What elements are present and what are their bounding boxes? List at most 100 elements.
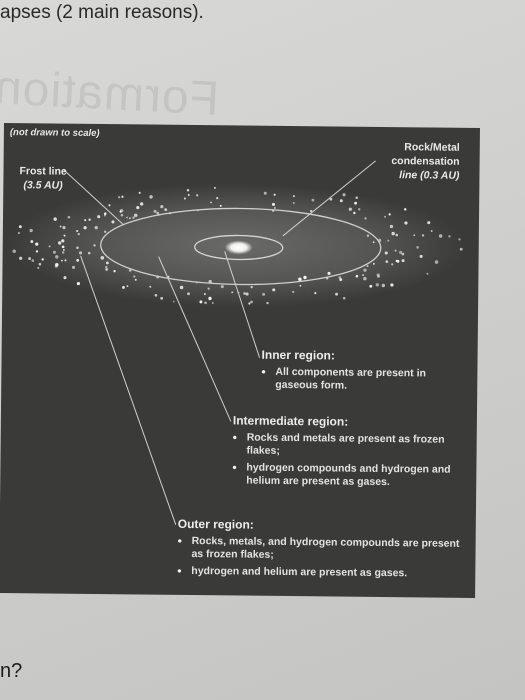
flake-dot [52, 250, 56, 254]
flake-dot [93, 244, 96, 247]
solar-nebula-figure: (not drawn to scale) Frost line (3.5 AU)… [0, 123, 480, 598]
flake-dot [187, 292, 190, 296]
flake-dot [427, 221, 431, 225]
flake-dot [384, 215, 387, 218]
flake-dot [210, 201, 213, 204]
flake-dot [220, 285, 224, 289]
flake-dot [273, 206, 276, 209]
flake-dot [354, 201, 357, 205]
flake-dot [342, 193, 346, 197]
flake-dot [272, 288, 276, 292]
flake-dot [314, 292, 317, 295]
flake-dot [134, 213, 138, 218]
bullet-icon: • [232, 430, 237, 445]
flake-dot [292, 195, 295, 198]
flake-dot [35, 250, 39, 253]
flake-dot [61, 251, 65, 254]
flake-dot [71, 265, 75, 269]
flake-dot [61, 245, 65, 249]
flake-dot [338, 276, 342, 279]
flake-dot [401, 252, 405, 256]
flake-dot [403, 208, 407, 211]
flake-dot [353, 211, 356, 215]
flake-dot [63, 234, 66, 237]
flake-dot [394, 249, 397, 252]
flake-dot [364, 217, 367, 220]
flake-dot [292, 201, 295, 204]
flake-dot [88, 218, 91, 221]
flake-dot [134, 278, 137, 281]
intermediate-region-leader [158, 256, 232, 422]
flake-dot [303, 275, 307, 280]
flake-dot [387, 239, 390, 242]
flake-dot [395, 259, 399, 263]
flake-dot [76, 282, 81, 286]
rock-metal-leader [282, 160, 376, 237]
bullet-icon: • [232, 460, 237, 475]
flake-dot [366, 234, 370, 237]
flake-dot [376, 273, 380, 277]
flake-dot [266, 301, 269, 305]
flake-dot [363, 276, 367, 281]
flake-dot [31, 259, 35, 262]
flake-dot [12, 249, 16, 253]
flake-dot [348, 207, 352, 211]
flake-dot [419, 254, 423, 258]
rock-metal-label-condensation: condensation [391, 155, 460, 168]
flake-dot [63, 276, 67, 280]
flake-dot [164, 208, 168, 212]
flake-dot [64, 259, 67, 262]
flake-dot [430, 229, 433, 232]
rock-metal-line-ring [194, 234, 284, 261]
frozen-flakes-dots [12, 186, 463, 305]
outer-region-leader [80, 255, 177, 525]
flake-dot [77, 232, 80, 236]
flake-dot [103, 230, 107, 233]
flake-dot [48, 245, 51, 248]
flake-dot [97, 215, 101, 219]
flake-dot [211, 302, 214, 304]
flake-dot [126, 285, 129, 288]
flake-dot [245, 292, 249, 296]
flake-dot [291, 290, 295, 294]
footer-text: n? [0, 660, 23, 682]
flake-dot [133, 275, 136, 278]
flake-dot [120, 208, 124, 213]
flake-dot [298, 277, 302, 282]
flake-dot [103, 212, 107, 215]
flake-dot [187, 193, 190, 196]
flake-dot [154, 293, 158, 297]
flake-dot [139, 202, 144, 206]
flake-dot [76, 246, 79, 250]
flake-dot [105, 267, 109, 271]
bullet-icon: • [177, 533, 182, 548]
flake-dot [61, 239, 65, 243]
flake-dot [391, 231, 395, 236]
intermediate-region-title: Intermediate region: [232, 413, 349, 429]
flake-dot [149, 195, 153, 199]
flake-dot [250, 300, 253, 304]
flake-dot [250, 285, 253, 289]
flake-dot [111, 220, 115, 224]
flake-dot [219, 204, 222, 207]
flake-dot [120, 213, 124, 217]
flake-dot [78, 251, 83, 255]
flake-dot [129, 217, 131, 220]
bullet-icon: • [261, 364, 266, 379]
flake-dot [41, 258, 44, 261]
flake-dot [160, 205, 164, 209]
flake-dot [18, 256, 23, 260]
flake-dot [339, 278, 343, 282]
flake-dot [153, 209, 157, 213]
flake-dot [179, 285, 184, 290]
flake-dot [389, 224, 394, 229]
flake-dot [100, 256, 105, 260]
flake-dot [208, 296, 212, 301]
flake-dot [335, 292, 338, 296]
flake-dot [448, 235, 451, 238]
flake-dot [35, 242, 39, 246]
flake-dot [53, 217, 57, 221]
flake-dot [381, 283, 386, 288]
flake-dot [204, 301, 207, 305]
flake-dot [358, 208, 361, 211]
